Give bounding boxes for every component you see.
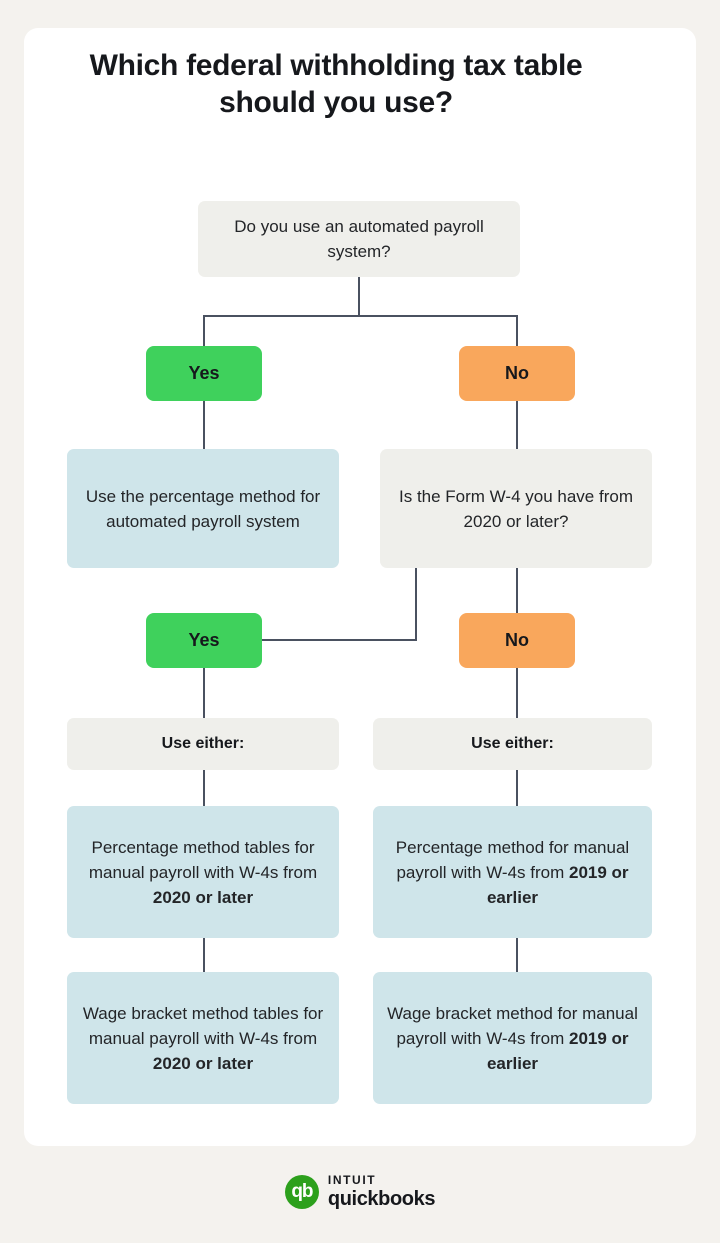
intuit-wordmark-text: INTUIT bbox=[327, 1173, 377, 1187]
connector-left-pct-down bbox=[203, 938, 205, 972]
connector-q2-to-no bbox=[516, 568, 518, 613]
answer-yes-automated-payroll[interactable]: Yes bbox=[146, 346, 262, 401]
node-use-either-right: Use either: bbox=[373, 718, 652, 770]
connector-right-pct-down bbox=[516, 938, 518, 972]
node-outcome-left-wage-bracket: Wage bracket method tables for manual pa… bbox=[67, 972, 339, 1104]
node-outcome-automated-percentage: Use the percentage method for automated … bbox=[67, 449, 339, 568]
node-outcome-right-percentage-text: Percentage method for manual payroll wit… bbox=[383, 835, 642, 910]
node-outcome-right-percentage: Percentage method for manual payroll wit… bbox=[373, 806, 652, 938]
connector-no1-down bbox=[516, 401, 518, 449]
node-outcome-right-wage-bracket-emphasis: 2019 or earlier bbox=[486, 1028, 629, 1073]
connector-no2-down bbox=[516, 668, 518, 718]
node-outcome-left-percentage-text: Percentage method tables for manual payr… bbox=[77, 835, 329, 910]
answer-yes-automated-payroll-label: Yes bbox=[188, 363, 220, 383]
node-question-automated-payroll-text: Do you use an automated payroll system? bbox=[234, 217, 484, 261]
node-outcome-right-wage-bracket-lead: Wage bracket method for manual payroll w… bbox=[387, 1003, 638, 1048]
quickbooks-wordmark-text: quickbooks bbox=[327, 1188, 436, 1210]
connector-q2-to-yes-vertical bbox=[415, 568, 417, 640]
node-question-form-w4-year: Is the Form W-4 you have from 2020 or la… bbox=[380, 449, 652, 568]
node-outcome-left-wage-bracket-text: Wage bracket method tables for manual pa… bbox=[77, 1001, 329, 1076]
answer-yes-form-w4-year-label: Yes bbox=[188, 630, 220, 650]
page-title: Which federal withholding tax table shou… bbox=[89, 49, 583, 119]
answer-no-form-w4-year[interactable]: No bbox=[459, 613, 575, 668]
node-outcome-right-wage-bracket: Wage bracket method for manual payroll w… bbox=[373, 972, 652, 1104]
node-use-either-left: Use either: bbox=[67, 718, 339, 770]
connector-yes1-down bbox=[203, 401, 205, 449]
connector-q1-to-yes bbox=[203, 315, 205, 348]
node-use-either-left-text: Use either: bbox=[161, 735, 245, 752]
node-outcome-left-percentage-emphasis: 2020 or later bbox=[152, 887, 254, 907]
node-question-form-w4-year-text: Is the Form W-4 you have from 2020 or la… bbox=[399, 486, 633, 531]
node-question-automated-payroll: Do you use an automated payroll system? bbox=[198, 201, 520, 277]
connector-q2-to-yes-horizontal bbox=[261, 639, 417, 641]
connector-either-left-down bbox=[203, 770, 205, 806]
quickbooks-wordmark: INTUIT quickbooks bbox=[327, 1173, 436, 1210]
answer-no-automated-payroll[interactable]: No bbox=[459, 346, 575, 401]
node-use-either-right-text: Use either: bbox=[471, 735, 554, 752]
connector-either-right-down bbox=[516, 770, 518, 806]
connector-yes2-down bbox=[203, 668, 205, 718]
node-outcome-left-wage-bracket-emphasis: 2020 or later bbox=[152, 1053, 254, 1073]
quickbooks-mark-icon: qb bbox=[284, 1174, 319, 1209]
connector-q1-down bbox=[358, 277, 360, 315]
node-outcome-left-percentage: Percentage method tables for manual payr… bbox=[67, 806, 339, 938]
quickbooks-logo: qb INTUIT quickbooks bbox=[0, 1174, 720, 1209]
node-outcome-left-percentage-lead: Percentage method tables for manual payr… bbox=[88, 837, 318, 882]
node-outcome-right-percentage-emphasis: 2019 or earlier bbox=[486, 862, 629, 907]
answer-no-form-w4-year-label: No bbox=[505, 630, 529, 650]
answer-no-automated-payroll-label: No bbox=[505, 363, 529, 383]
node-outcome-right-percentage-lead: Percentage method for manual payroll wit… bbox=[395, 837, 630, 882]
node-outcome-right-wage-bracket-text: Wage bracket method for manual payroll w… bbox=[383, 1001, 642, 1076]
answer-yes-form-w4-year[interactable]: Yes bbox=[146, 613, 262, 668]
node-outcome-automated-percentage-text: Use the percentage method for automated … bbox=[85, 486, 321, 531]
connector-q1-split-horizontal bbox=[203, 315, 517, 317]
node-outcome-left-wage-bracket-lead: Wage bracket method tables for manual pa… bbox=[82, 1003, 324, 1048]
connector-q1-to-no bbox=[516, 315, 518, 348]
